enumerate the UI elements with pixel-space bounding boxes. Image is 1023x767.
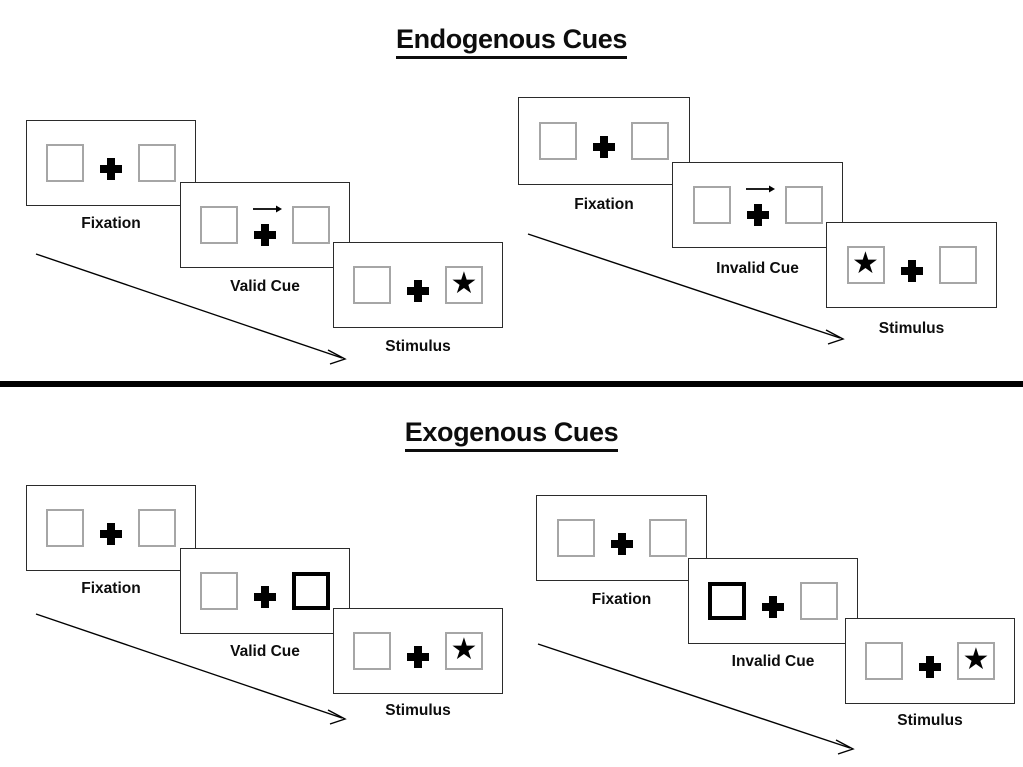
- stimulus-box-right: [138, 509, 176, 547]
- fixation-cross-icon: [407, 646, 429, 668]
- panel-label-exogenous-valid-fixation: Fixation: [81, 580, 141, 597]
- panel-endogenous-invalid-cue: [672, 162, 843, 248]
- panel-label-endogenous-valid-cue: Valid Cue: [230, 278, 300, 295]
- stimulus-box-left-cued: [708, 582, 746, 620]
- stimulus-box-left: [200, 206, 238, 244]
- stimulus-box-right: [138, 144, 176, 182]
- panel-endogenous-invalid-stimulus: ★: [826, 222, 997, 308]
- stimulus-box-left: [539, 122, 577, 160]
- section-title-exogenous-text: Exogenous Cues: [404, 417, 619, 452]
- fixation-cross-icon: [762, 596, 784, 618]
- panel-endogenous-valid-fixation: [26, 120, 196, 206]
- stimulus-box-left: [46, 509, 84, 547]
- section-title-exogenous: Exogenous Cues: [0, 417, 1023, 452]
- stimulus-box-left: [556, 519, 595, 557]
- panel-label-endogenous-invalid-stimulus: Stimulus: [878, 320, 945, 337]
- fixation-cross-icon: [100, 523, 122, 545]
- panel-endogenous-invalid-fixation: [518, 97, 690, 185]
- stimulus-box-left: [692, 186, 731, 224]
- stimulus-box-right: ★: [957, 642, 995, 680]
- fixation-cross-slot: [405, 628, 431, 674]
- stimulus-box-left: [353, 632, 391, 670]
- fixation-cross-slot: [899, 242, 925, 288]
- panel-label-exogenous-valid-cue: Valid Cue: [230, 643, 300, 660]
- star-icon: ★: [852, 247, 879, 280]
- fixation-cross-slot: [760, 578, 786, 624]
- panel-endogenous-valid-cue: [180, 182, 350, 268]
- stimulus-box-right: ★: [445, 266, 483, 304]
- stimulus-box-right-cued: [292, 572, 330, 610]
- cue-slot: [745, 182, 775, 228]
- fixation-cross-slot: [609, 515, 635, 561]
- stimulus-box-left: [865, 642, 903, 680]
- stimulus-box-right: [631, 122, 669, 160]
- fixation-cross-icon: [746, 204, 769, 226]
- fixation-cross-icon: [900, 260, 923, 282]
- panel-label-exogenous-invalid-fixation: Fixation: [591, 591, 652, 608]
- fixation-cross-slot: [252, 568, 278, 614]
- panel-exogenous-invalid-fixation: [536, 495, 707, 581]
- fixation-cross-icon: [919, 656, 941, 678]
- fixation-cross-slot: [591, 118, 617, 164]
- stimulus-box-right: [292, 206, 330, 244]
- star-icon: ★: [450, 267, 478, 300]
- section-title-endogenous-text: Endogenous Cues: [395, 24, 627, 59]
- stimulus-box-right: [938, 246, 977, 284]
- stimulus-box-left: [353, 266, 391, 304]
- panel-label-endogenous-valid-fixation: Fixation: [81, 215, 141, 232]
- panel-label-exogenous-valid-stimulus: Stimulus: [385, 702, 451, 719]
- cue-arrow-right-icon: [253, 205, 282, 213]
- fixation-cross-slot: [405, 262, 431, 308]
- fixation-cross-slot: [98, 505, 124, 551]
- stimulus-box-right: [800, 582, 838, 620]
- panel-exogenous-valid-cue: [180, 548, 350, 634]
- flow-arrow-exogenous-invalid: [537, 643, 855, 755]
- panel-label-exogenous-invalid-cue: Invalid Cue: [731, 653, 815, 670]
- star-icon: ★: [450, 633, 478, 666]
- panel-label-endogenous-invalid-fixation: Fixation: [574, 196, 634, 213]
- cue-arrow-right-icon: [745, 185, 775, 193]
- fixation-cross-icon: [593, 136, 615, 158]
- fixation-cross-icon: [254, 224, 276, 246]
- section-title-endogenous: Endogenous Cues: [0, 24, 1023, 59]
- cue-slot: [252, 202, 282, 248]
- fixation-cross-icon: [610, 533, 633, 555]
- panel-label-endogenous-invalid-cue: Invalid Cue: [716, 260, 799, 277]
- stimulus-box-left: [46, 144, 84, 182]
- panel-exogenous-invalid-cue: [688, 558, 858, 644]
- panel-endogenous-valid-stimulus: ★: [333, 242, 503, 328]
- panel-exogenous-valid-fixation: [26, 485, 196, 571]
- fixation-cross-slot: [98, 140, 124, 186]
- fixation-cross-icon: [100, 158, 122, 180]
- stimulus-box-right: [784, 186, 823, 224]
- fixation-cross-slot: [917, 638, 943, 684]
- panel-exogenous-valid-stimulus: ★: [333, 608, 503, 694]
- panel-label-exogenous-invalid-stimulus: Stimulus: [897, 712, 963, 729]
- star-icon: ★: [962, 643, 990, 676]
- fixation-cross-icon: [254, 586, 276, 608]
- stimulus-box-right: ★: [445, 632, 483, 670]
- stimulus-box-left: ★: [846, 246, 885, 284]
- panel-label-endogenous-valid-stimulus: Stimulus: [385, 338, 451, 355]
- fixation-cross-icon: [407, 280, 429, 302]
- panel-exogenous-invalid-stimulus: ★: [845, 618, 1015, 704]
- stimulus-box-right: [648, 519, 687, 557]
- section-divider: [0, 381, 1023, 387]
- stimulus-box-left: [200, 572, 238, 610]
